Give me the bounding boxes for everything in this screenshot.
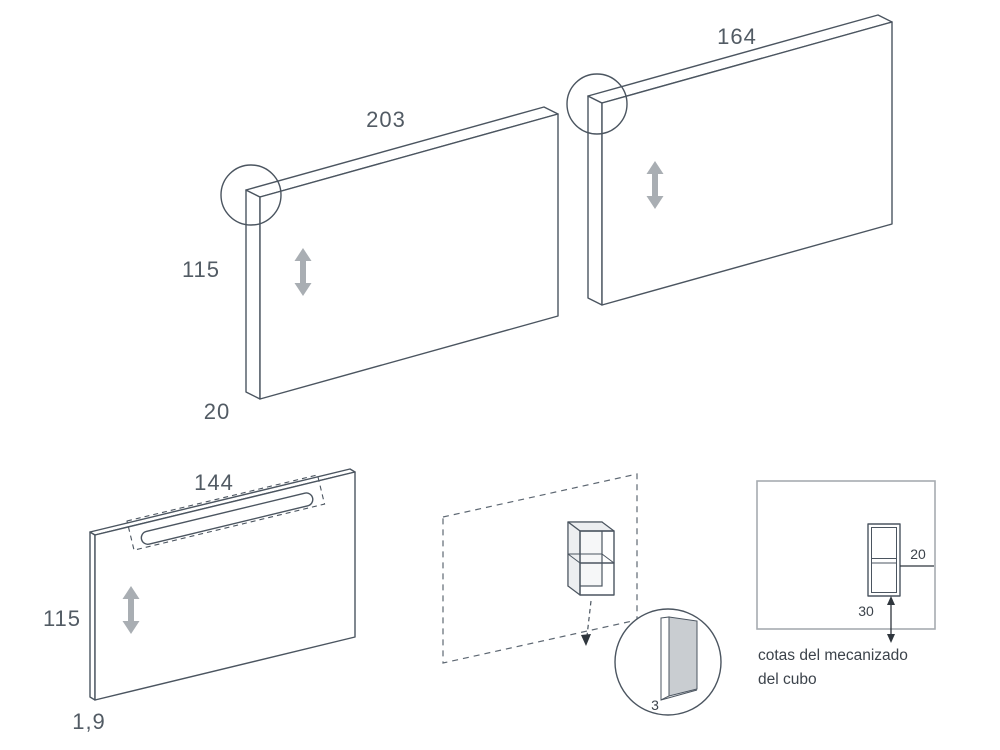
caption-line-2: del cubo: [758, 671, 817, 688]
insertion-arrow-line: [586, 600, 592, 637]
panel-front-face: [94, 471, 356, 701]
groove-slot: [140, 492, 314, 545]
cube-shelf-profile: [871, 558, 897, 564]
corner-detail-circle: [566, 73, 628, 135]
cube-profile-outer: [867, 523, 901, 597]
panel-front-face: [601, 21, 893, 306]
dimensions-box-border: [756, 480, 936, 630]
corner-detail-circle: [220, 164, 282, 226]
storage-cube: [567, 521, 615, 596]
panel-left-edge-face: [245, 189, 261, 400]
dim-height-label: 115: [43, 606, 81, 631]
mechanized-dimensions-box: 20 30 cotas del mecanizado del cubo: [756, 480, 936, 688]
thin-wall-section: [660, 616, 670, 701]
panel-bottom-left: 144 115 1,9: [43, 468, 356, 734]
dim-30-label: 30: [858, 603, 874, 619]
wall-thickness-label: 3: [651, 697, 659, 713]
panel-top-left: 203 115 20: [182, 106, 559, 424]
dim-width-label: 164: [717, 24, 757, 49]
panel-left-edge-face: [587, 95, 603, 306]
niche-panel-assembly: [442, 473, 638, 664]
insertion-arrow-head: [581, 634, 591, 646]
cube-shelf-right-line: [601, 553, 615, 564]
cube-shelf-left-line: [567, 553, 581, 564]
panel-left-edge-face: [89, 531, 96, 701]
dim-30-arrow-head-down: [887, 634, 895, 643]
caption-line-1: cotas del mecanizado: [758, 647, 908, 664]
panel-section-gray: [668, 616, 698, 697]
dim-height-label: 115: [182, 257, 220, 282]
dim-thickness-label: 1,9: [72, 709, 106, 734]
dim-width-label: 144: [194, 470, 234, 495]
panel-front-face: [259, 113, 559, 400]
panel-dashed-outline: [442, 473, 638, 664]
cube-front-opening: [579, 530, 615, 596]
dim-thickness-label: 20: [204, 399, 230, 424]
section-bottom-line: [660, 689, 698, 701]
dim-width-label: 203: [366, 107, 406, 132]
panel-top-right: 164: [566, 14, 893, 306]
dim-30-arrow-head-up: [887, 596, 895, 605]
dim-20-label: 20: [910, 546, 926, 562]
thickness-detail-callout: 3: [614, 608, 722, 716]
